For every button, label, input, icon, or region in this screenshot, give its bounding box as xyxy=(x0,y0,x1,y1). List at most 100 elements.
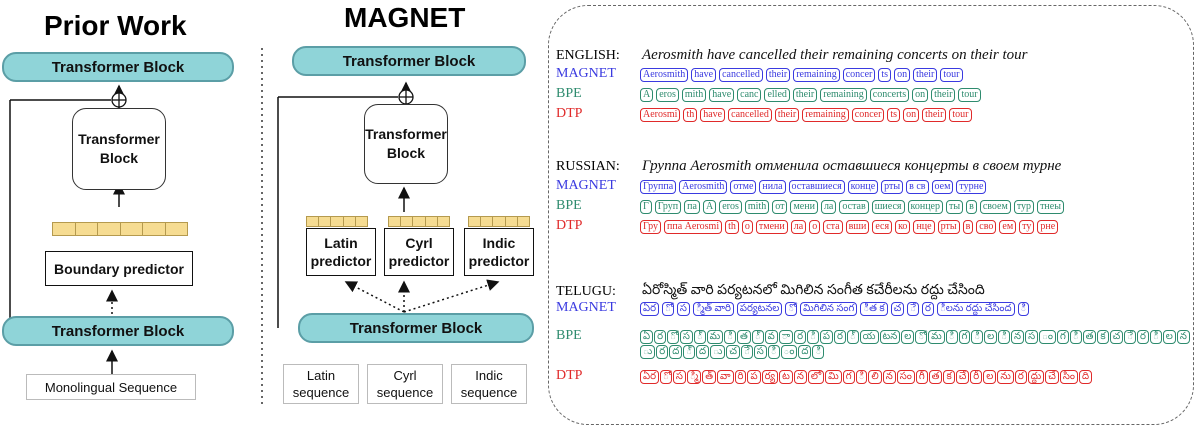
magnet-bottom-transformer-block: Transformer Block xyxy=(298,313,534,343)
telugu-bpe-label: BPE xyxy=(556,328,582,343)
token-chip: ్మిత్ వారి xyxy=(692,302,734,316)
token-chip: ప xyxy=(819,330,833,344)
token-chip: рты xyxy=(937,220,960,234)
indic-sequence: Indic sequence xyxy=(451,364,527,404)
token-chip: ర xyxy=(833,330,846,344)
cyrl-sequence: Cyrl sequence xyxy=(367,364,443,404)
token-chip: Aerosmi xyxy=(640,108,681,122)
russian-sentence: Группа Aerosmith отменила оставшиеся кон… xyxy=(642,158,1062,174)
latin-predictor: Latin predictor xyxy=(306,228,376,276)
token-chip: А xyxy=(702,200,717,214)
token-chip: ла xyxy=(820,200,837,214)
token-chip: గ xyxy=(842,370,855,384)
token-chip: ్ xyxy=(846,330,859,344)
prior-inner-transformer-block: Transformer Block xyxy=(72,108,166,190)
token-chip: ి xyxy=(807,330,819,344)
token-chip: have xyxy=(709,88,735,102)
token-chip: on xyxy=(912,88,929,102)
cyrl-embedding-row xyxy=(388,216,450,227)
prior-sum-icon xyxy=(111,92,127,108)
token-chip: మిగిలిన సంగ xyxy=(800,302,858,316)
token-chip: ర xyxy=(1137,330,1149,344)
token-chip: remaining xyxy=(802,108,849,122)
russian-magnet-label: MAGNET xyxy=(556,178,616,193)
token-chip: ీ xyxy=(1149,330,1162,344)
token-chip: their xyxy=(792,88,818,102)
telugu-label: TELUGU: xyxy=(556,283,616,299)
english-bpe-label: BPE xyxy=(556,86,582,101)
telugu-magnet-label: MAGNET xyxy=(556,300,616,315)
token-chip: remaining xyxy=(820,88,867,102)
token-chip: в св xyxy=(906,180,929,194)
token-chip: Г xyxy=(640,200,652,214)
token-chip: tour xyxy=(958,88,981,102)
token-chip: ో xyxy=(662,302,674,316)
token-chip: ఏర xyxy=(640,370,660,384)
token-chip: త xyxy=(1082,330,1097,344)
russian-dtp-label: DTP xyxy=(556,218,583,233)
magnet-inner-transformer-block: Transformer Block xyxy=(364,104,448,184)
token-chip: ీలను రద్దు చేసింద xyxy=(936,302,1015,316)
token-chip: Груп xyxy=(654,200,682,214)
token-chip: ి xyxy=(971,330,984,344)
prior-embedding-row xyxy=(52,222,188,236)
token-chip: тур xyxy=(1013,200,1035,214)
telugu-sentence: ఏరోస్మిత్ వారి పర్యటనలో మిగిలిన సంగీత కచ… xyxy=(642,283,985,298)
token-chip: రి xyxy=(734,370,747,384)
token-chip: లో xyxy=(807,370,825,384)
token-chip: тнеы xyxy=(1037,200,1064,214)
telugu-sentence-row: TELUGU: ఏరోస్మిత్ వారి పర్యటనలో మిగిలిన … xyxy=(556,282,985,301)
token-chip: оставшиеся xyxy=(788,180,845,194)
token-chip: ты xyxy=(946,200,964,214)
token-chip: వా xyxy=(717,370,734,384)
token-chip: ల xyxy=(1162,330,1176,344)
token-chip: elled xyxy=(764,88,790,102)
token-chip: గ xyxy=(958,330,971,344)
russian-sentence-row: RUSSIAN: Группа Aerosmith отменила остав… xyxy=(556,158,1061,175)
token-chip: క xyxy=(943,370,955,384)
token-chip: ది xyxy=(1078,370,1093,384)
token-chip: сво xyxy=(976,220,997,234)
token-chip: рты xyxy=(881,180,904,194)
token-chip: Aerosmith xyxy=(640,68,689,82)
russian-label: RUSSIAN: xyxy=(556,158,620,174)
token-chip: ి xyxy=(945,330,958,344)
token-chip: tour xyxy=(949,108,972,122)
token-chip: మ xyxy=(706,330,724,344)
token-chip: చ xyxy=(890,302,905,316)
token-chip: concerts xyxy=(869,88,910,102)
token-chip: సం xyxy=(896,370,915,384)
boundary-predictor: Boundary predictor xyxy=(45,251,193,286)
token-chip: ి xyxy=(724,330,737,344)
telugu-dtp-label: DTP xyxy=(556,368,583,383)
token-chip: отме xyxy=(730,180,757,194)
latin-embedding-row xyxy=(306,216,368,227)
token-chip: ం xyxy=(780,345,798,359)
token-chip: ్ xyxy=(683,345,696,359)
token-chip: Группа xyxy=(640,180,677,194)
token-chip: క xyxy=(1097,330,1109,344)
token-chip: cancelled xyxy=(719,68,763,82)
token-chip: మ xyxy=(928,330,945,344)
token-chip: ో xyxy=(660,370,672,384)
token-chip: స xyxy=(676,302,690,316)
indic-embedding-row xyxy=(468,216,530,227)
token-chip: పర్యటనల xyxy=(736,302,783,316)
token-chip: ో xyxy=(785,302,798,316)
token-chip: ప xyxy=(747,370,761,384)
token-chip: турне xyxy=(956,180,987,194)
token-chip: th xyxy=(683,108,698,122)
token-chip: concer xyxy=(851,108,885,122)
token-chip: స xyxy=(753,345,767,359)
token-chip: в xyxy=(966,200,977,214)
token-chip: ో xyxy=(915,330,928,344)
token-chip: చ xyxy=(1109,330,1124,344)
token-chip: స xyxy=(1025,330,1039,344)
token-chip: о xyxy=(809,220,821,234)
token-chip: చే xyxy=(1045,370,1059,384)
token-chip: mith xyxy=(681,88,707,102)
token-chip: конце xyxy=(847,180,879,194)
token-chip: త xyxy=(928,370,943,384)
